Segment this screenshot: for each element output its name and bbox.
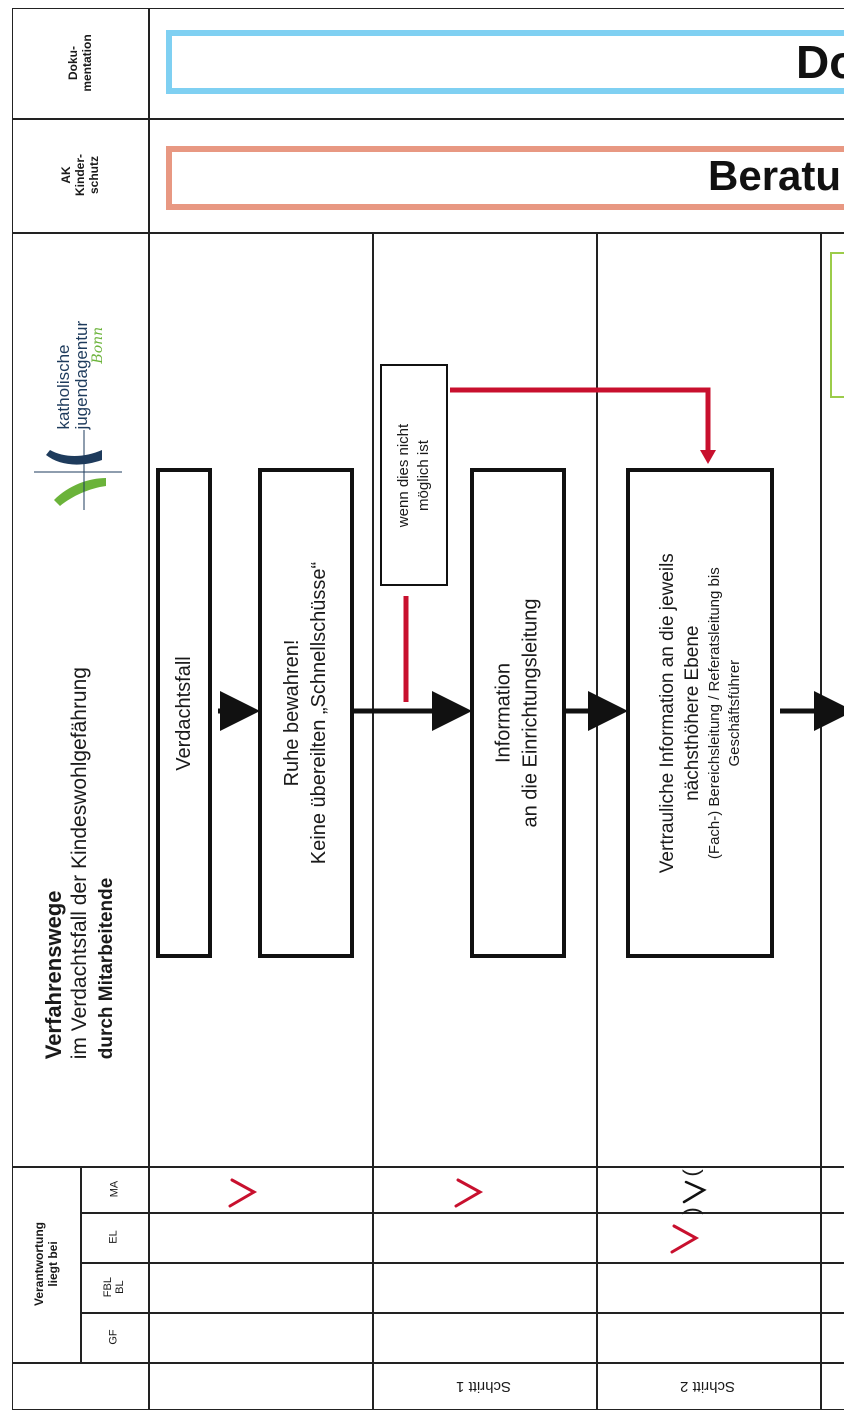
beratung-banner	[166, 146, 844, 210]
check-el-step2	[670, 1224, 700, 1254]
outer-frame	[12, 8, 844, 1410]
row-divider	[80, 1312, 844, 1314]
red-connector-over	[450, 387, 711, 452]
vertrauliche-information-box	[626, 468, 774, 958]
dokumentation-banner-text: Do	[796, 36, 844, 88]
wenn-nicht-moeglich-box	[380, 364, 448, 586]
paren-left: (	[678, 1169, 704, 1177]
column-divider	[820, 232, 822, 1410]
information-box	[470, 468, 566, 958]
row-divider	[12, 1362, 844, 1364]
column-divider	[148, 8, 150, 1410]
column-divider	[596, 232, 598, 1410]
paren-right: )	[678, 1207, 704, 1215]
red-arrowhead	[700, 450, 716, 464]
dokumentation-banner	[166, 30, 844, 94]
row-divider	[12, 232, 844, 234]
row-divider	[12, 1166, 844, 1168]
logo-mark	[34, 430, 122, 510]
column-divider	[80, 1166, 82, 1362]
ruhe-bewahren-box	[258, 468, 354, 958]
check-ma-step1	[454, 1178, 484, 1208]
row-divider	[12, 118, 844, 120]
check-ma-step2	[682, 1180, 707, 1204]
logo: katholische jugendagentur Bonn	[24, 300, 136, 510]
check-ma-step0	[228, 1178, 258, 1208]
verdachtsfall-box	[156, 468, 212, 958]
beratung-banner-text: Beratu	[708, 152, 842, 199]
row-divider	[80, 1212, 844, 1214]
row-divider	[80, 1262, 844, 1264]
next-step-box	[830, 252, 844, 398]
column-divider	[372, 232, 374, 1410]
